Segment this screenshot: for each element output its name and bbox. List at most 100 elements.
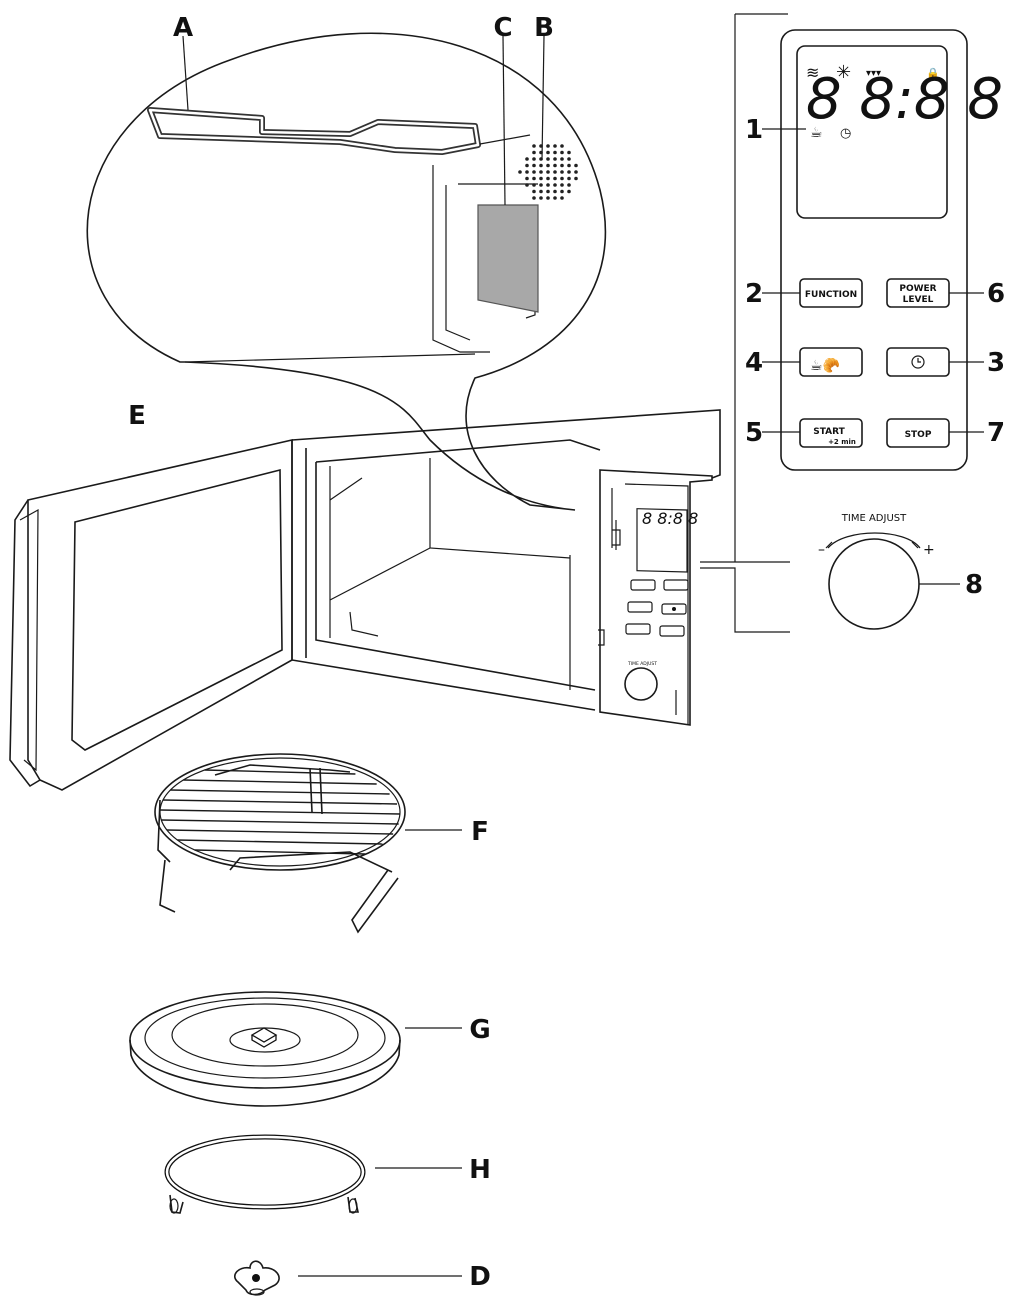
grille-hole bbox=[546, 163, 550, 168]
grille-hole bbox=[567, 189, 571, 194]
roller-ring bbox=[164, 1134, 366, 1214]
rack-wires bbox=[160, 769, 400, 855]
grille-hole bbox=[560, 144, 564, 148]
detail-bubble bbox=[86, 32, 607, 511]
svg-text:TIME ADJUST: TIME ADJUST bbox=[627, 661, 657, 667]
grille-hole bbox=[532, 144, 536, 148]
grille-hole bbox=[539, 183, 543, 187]
power-label-1: POWER bbox=[899, 284, 936, 294]
grille-hole bbox=[560, 176, 564, 181]
grille-hole bbox=[532, 183, 536, 187]
label-part-C: C bbox=[493, 13, 512, 43]
grille-hole bbox=[525, 183, 529, 187]
grille-hole bbox=[553, 189, 557, 194]
grill-heater-detail bbox=[147, 107, 531, 155]
glass-turntable bbox=[129, 991, 401, 1107]
grille-hole bbox=[567, 183, 571, 187]
label-control-5: 5 bbox=[745, 418, 763, 448]
grille-hole bbox=[546, 176, 550, 181]
grille-hole bbox=[532, 170, 536, 174]
start-label: START bbox=[813, 427, 845, 437]
time-adjust-knob[interactable] bbox=[828, 538, 920, 630]
grille-hole bbox=[567, 170, 571, 174]
clock-icon bbox=[911, 355, 925, 369]
clock-icon: ◷ bbox=[840, 126, 851, 141]
grille-hole bbox=[525, 170, 529, 174]
grille-hole bbox=[574, 163, 578, 168]
grille-hole bbox=[539, 170, 543, 174]
grille-hole bbox=[567, 150, 571, 155]
function-label: FUNCTION bbox=[805, 290, 857, 300]
grille-hole bbox=[553, 144, 557, 148]
grille-hole bbox=[574, 176, 578, 181]
grille-hole bbox=[560, 150, 564, 155]
rack-wire bbox=[162, 799, 398, 805]
grille-hole bbox=[539, 189, 543, 194]
grille-hole bbox=[560, 183, 564, 187]
label-control-3: 3 bbox=[987, 348, 1005, 378]
grille-hole bbox=[560, 163, 564, 168]
control-leader-lines bbox=[762, 128, 984, 585]
power-label-2: LEVEL bbox=[903, 295, 934, 305]
microwave-body: 8 8:8 8 TIME ADJUST bbox=[291, 409, 790, 726]
grille-hole bbox=[532, 196, 536, 200]
label-control-4: 4 bbox=[745, 348, 763, 378]
grille-hole bbox=[560, 196, 564, 200]
grille-hole bbox=[574, 170, 578, 174]
grille-hole bbox=[553, 196, 557, 200]
label-part-E: E bbox=[128, 401, 146, 431]
grille-hole bbox=[553, 183, 557, 187]
grille-hole bbox=[546, 144, 550, 148]
rack-wire bbox=[160, 809, 400, 815]
label-part-B: B bbox=[534, 13, 554, 43]
grille-hole bbox=[525, 157, 529, 161]
grille-hole bbox=[560, 157, 564, 161]
rack-wire bbox=[170, 789, 390, 795]
part-leader-lines bbox=[182, 35, 545, 1277]
turntable-coupler bbox=[234, 1260, 280, 1296]
power-level-icon: ▾▾▾ bbox=[866, 68, 881, 79]
grill-rack bbox=[154, 753, 406, 934]
rack-wire bbox=[166, 829, 394, 835]
lock-icon: 🔒 bbox=[926, 67, 940, 80]
grille-hole bbox=[532, 176, 536, 181]
label-part-G: G bbox=[469, 1015, 490, 1045]
grille-hole bbox=[525, 176, 529, 181]
wall-grille-detail bbox=[518, 144, 578, 200]
grille-hole bbox=[539, 196, 543, 200]
label-control-8: 8 bbox=[965, 570, 983, 600]
grille-hole bbox=[553, 157, 557, 161]
grille-hole bbox=[539, 163, 543, 168]
grille-hole bbox=[546, 189, 550, 194]
label-control-2: 2 bbox=[745, 279, 763, 309]
grille-hole bbox=[546, 183, 550, 187]
grille-hole bbox=[546, 196, 550, 200]
grille-hole bbox=[560, 189, 564, 194]
grille-hole bbox=[532, 150, 536, 155]
rack-wire bbox=[177, 839, 383, 845]
label-part-H: H bbox=[469, 1155, 491, 1185]
display-digits: 8 8:8 8 bbox=[806, 67, 1003, 132]
rack-wire bbox=[161, 819, 399, 825]
label-control-1: 1 bbox=[745, 115, 763, 145]
grille-hole bbox=[532, 163, 536, 168]
grille-hole bbox=[518, 170, 522, 174]
label-control-7: 7 bbox=[987, 418, 1005, 448]
grille-hole bbox=[546, 170, 550, 174]
grille-hole bbox=[539, 176, 543, 181]
coffee-croissant-icon: ☕🥐 bbox=[810, 357, 840, 374]
start-button[interactable] bbox=[799, 418, 863, 448]
grille-hole bbox=[567, 163, 571, 168]
minus-sign: – bbox=[818, 542, 825, 558]
time-adjust-label: TIME ADJUST bbox=[841, 513, 907, 524]
label-part-F: F bbox=[471, 817, 489, 847]
grille-hole bbox=[553, 163, 557, 168]
grille-hole bbox=[567, 157, 571, 161]
grille-hole bbox=[546, 150, 550, 155]
stop-button[interactable] bbox=[886, 418, 950, 448]
grille-hole bbox=[532, 189, 536, 194]
waveguide-cover bbox=[477, 204, 539, 313]
defrost-icon: ✳ bbox=[836, 62, 851, 83]
plus-sign: + bbox=[923, 542, 935, 558]
microwave-icon: ≋ bbox=[806, 63, 819, 82]
